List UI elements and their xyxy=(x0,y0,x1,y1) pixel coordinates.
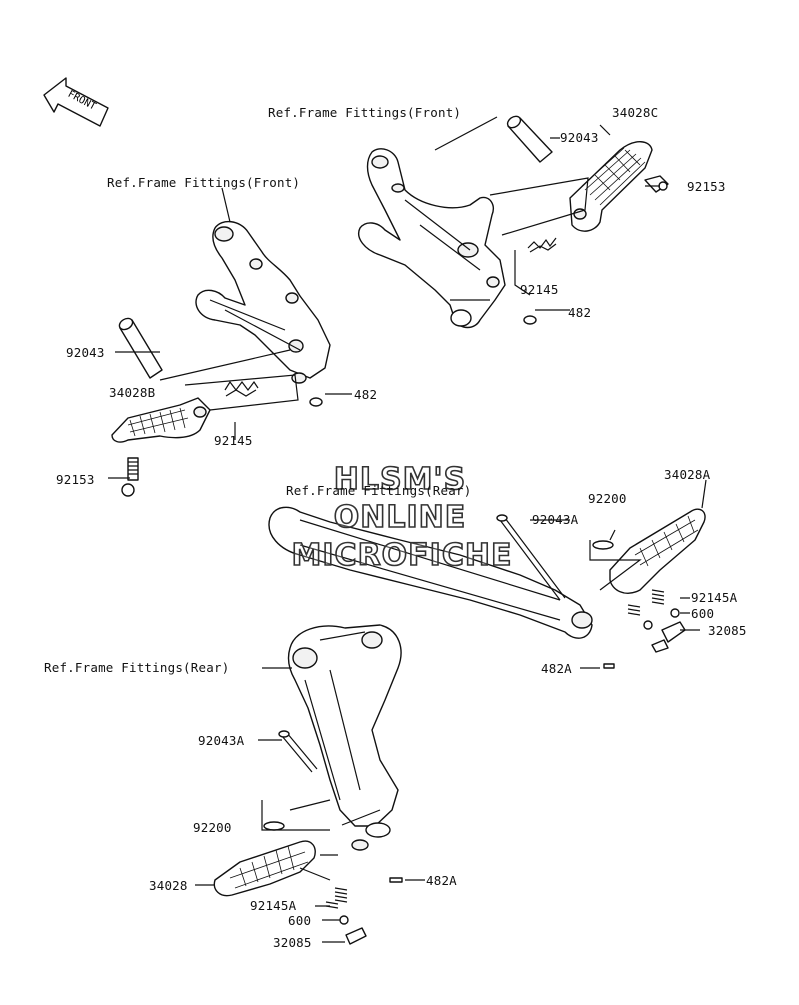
callout-92145A-left: 92145A xyxy=(250,898,297,913)
callout-34028: 34028 xyxy=(149,878,188,893)
callout-32085-right: 32085 xyxy=(708,623,747,638)
plate-32085-right xyxy=(651,621,686,653)
callout-92043-right: 92043 xyxy=(560,130,599,145)
callout-34028C: 34028C xyxy=(612,105,659,120)
spring-92145-left xyxy=(224,380,259,397)
leader-lines-left-front xyxy=(108,187,352,479)
callout-34028A: 34028A xyxy=(664,467,711,482)
watermark-line-2: ONLINE xyxy=(333,499,467,536)
callout-92153-left: 92153 xyxy=(56,472,95,487)
callout-482A-right: 482A xyxy=(541,661,572,676)
footpeg-34028A xyxy=(609,508,706,594)
washer-482-left xyxy=(309,397,323,407)
callout-92153-right: 92153 xyxy=(687,179,726,194)
washer-92200-right xyxy=(592,540,614,550)
callout-600-right: 600 xyxy=(691,606,715,621)
callout-34028B: 34028B xyxy=(109,385,156,400)
callout-92145-left: 92145 xyxy=(214,433,253,448)
callout-600-left: 600 xyxy=(288,913,312,928)
callout-92145-right: 92145 xyxy=(520,282,559,297)
spring-92145-right xyxy=(527,237,557,253)
footpeg-34028 xyxy=(213,840,316,897)
callout-92200-left: 92200 xyxy=(193,820,232,835)
callout-92145A-right: 92145A xyxy=(691,590,738,605)
ball-600-right xyxy=(643,608,680,630)
pin-92043A-right xyxy=(496,514,566,601)
pin-92043A-left xyxy=(278,730,318,773)
callout-482-right: 482 xyxy=(568,305,592,320)
washer-482-right xyxy=(523,315,537,325)
callout-482A-left: 482A xyxy=(426,873,457,888)
spring-92145A-left xyxy=(325,887,348,909)
callout-92200-right: 92200 xyxy=(588,491,627,506)
callout-ref-front-upper: Ref.Frame Fittings(Front) xyxy=(268,105,462,120)
callout-92043A-right: 92043A xyxy=(532,512,579,527)
right-front-bracket xyxy=(358,148,506,329)
left-front-bracket xyxy=(195,221,331,384)
leader-lines-right-front xyxy=(434,116,660,311)
callout-92043A-left: 92043A xyxy=(198,733,245,748)
watermark-line-3: MICROFICHE xyxy=(291,537,513,574)
callout-ref-rear-upper: Ref.Frame Fittings(Rear) xyxy=(286,483,472,498)
pin-482A-left xyxy=(389,877,403,883)
callout-ref-rear-left: Ref.Frame Fittings(Rear) xyxy=(44,660,230,675)
footpeg-34028C xyxy=(569,141,653,232)
callout-482-left: 482 xyxy=(354,387,378,402)
pin-482A-right xyxy=(603,663,615,669)
watermark-line-1: HLSM'S xyxy=(333,461,467,498)
front-direction-arrow-icon: FRONT xyxy=(43,77,109,127)
callout-32085-left: 32085 xyxy=(273,935,312,950)
ball-600-left xyxy=(339,915,349,925)
plate-32085-left xyxy=(345,927,367,945)
callout-92043-left: 92043 xyxy=(66,345,105,360)
leader-lines-left-rear xyxy=(195,667,425,943)
right-front-pin-92043 xyxy=(506,115,553,163)
bolt-92153-right xyxy=(644,175,669,193)
washer-92200-left xyxy=(263,821,285,831)
spring-92145A-right xyxy=(627,589,665,616)
right-rear-bracket xyxy=(268,506,593,639)
bolt-92153-left xyxy=(121,457,139,497)
left-front-pin-92043 xyxy=(118,317,163,379)
callout-ref-front-left: Ref.Frame Fittings(Front) xyxy=(107,175,301,190)
leader-lines-right-rear xyxy=(530,479,707,669)
left-rear-bracket xyxy=(287,624,402,851)
footpeg-34028B xyxy=(111,397,211,443)
